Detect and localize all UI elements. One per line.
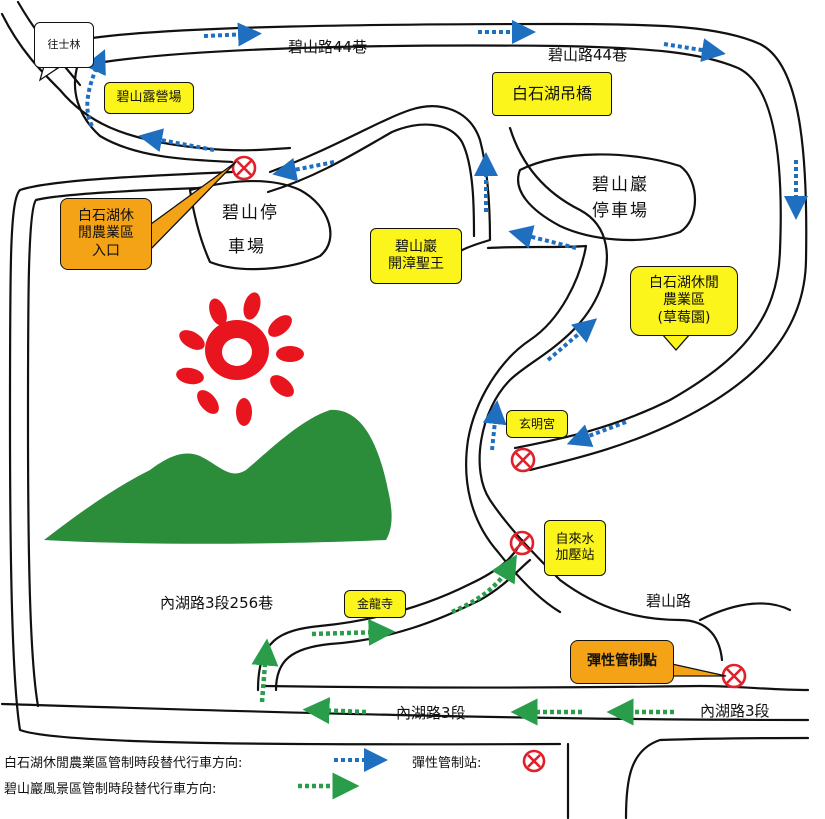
entrance-line-3: 入口 xyxy=(92,242,120,259)
label-strawberry: 白石湖休閒 農業區 (草莓園) xyxy=(630,266,738,336)
legend-control-icon xyxy=(522,749,546,773)
green-arrow-1 xyxy=(251,638,279,703)
blue-arrow-6 xyxy=(84,49,106,127)
legend-green-text: 碧山巖風景區管制時段替代行車方向: xyxy=(4,782,217,797)
blue-arrow-10 xyxy=(508,225,577,250)
road-name-bishan-44-b: 碧山路44巷 xyxy=(548,46,627,64)
label-water-station: 自來水 加壓站 xyxy=(544,520,606,576)
water-line-2: 加壓站 xyxy=(555,548,595,563)
entrance-line-1: 白石湖休 xyxy=(78,207,134,224)
road-jinlong-inner xyxy=(274,558,532,692)
road-name-bishan-road: 碧山路 xyxy=(646,592,691,610)
bishan-ting-parking-label-1: 碧山停 xyxy=(222,203,279,223)
legend-blue-text: 白石湖休閒農業區管制時段替代行車方向: xyxy=(4,756,243,771)
strawberry-line-1: 白石湖休閒 xyxy=(649,274,719,291)
green-route-arrows xyxy=(251,554,674,726)
bishan-ting-parking-label-2: 車場 xyxy=(228,237,266,257)
kaizhang-line-1: 碧山巖 xyxy=(395,238,437,255)
control-point-water xyxy=(509,530,535,556)
road-big-left xyxy=(8,170,562,746)
road-name-neihu-3-left: 內湖路3段 xyxy=(396,704,466,722)
label-shilin: 往士林 xyxy=(34,22,94,68)
label-baishihu-bridge: 白石湖吊橋 xyxy=(492,72,612,116)
control-points xyxy=(231,155,747,689)
legend-control-text: 彈性管制站: xyxy=(412,756,482,771)
bishanyan-parking-outline xyxy=(517,153,697,242)
road-name-neihu-3-right: 內湖路3段 xyxy=(700,702,770,720)
label-kaizhang: 碧山巖 開漳聖王 xyxy=(370,228,462,284)
road-parking-loop-inner xyxy=(266,123,476,238)
label-bishan-camp: 碧山露營場 xyxy=(104,82,194,114)
strawberry-line-2: 農業區 xyxy=(663,292,705,309)
label-jinlong: 金龍寺 xyxy=(344,590,406,618)
road-middle-inner xyxy=(465,244,588,614)
road-middle-outer xyxy=(478,126,724,662)
blue-arrow-8 xyxy=(272,157,335,182)
road-name-bishan-44-a: 碧山路44巷 xyxy=(288,38,367,56)
blue-arrow-3 xyxy=(663,38,726,62)
green-arrow-2 xyxy=(311,618,396,646)
control-point-entrance xyxy=(231,155,257,181)
blue-arrow-11 xyxy=(546,318,598,362)
blue-route-arrows xyxy=(84,20,808,451)
strawberry-line-3: (草莓園) xyxy=(657,309,711,326)
bishanyan-parking-label-1: 碧山巖 xyxy=(592,175,649,195)
label-xuanming: 玄明宮 xyxy=(506,410,568,438)
flex-callout-pointer xyxy=(671,663,727,677)
sun-illustration xyxy=(176,292,304,426)
bishan-ting-parking-outline xyxy=(188,179,332,271)
label-flex-control: 彈性管制點 xyxy=(570,640,674,684)
strawberry-callout-pointer xyxy=(660,333,692,351)
road-name-neihu-256: 內湖路3段256巷 xyxy=(160,594,273,612)
blue-arrow-12 xyxy=(482,400,507,451)
road-bottom-branch-right xyxy=(624,736,810,819)
kaizhang-line-2: 開漳聖王 xyxy=(388,256,444,272)
water-line-1: 自來水 xyxy=(555,531,595,547)
label-entrance: 白石湖休 閒農業區 入口 xyxy=(60,198,152,270)
road-big-left-inner xyxy=(26,186,202,708)
green-arrow-4 xyxy=(302,697,367,725)
blue-arrow-1 xyxy=(203,22,262,47)
blue-arrow-5 xyxy=(566,420,627,448)
road-camp-left xyxy=(73,62,234,164)
road-top-inner xyxy=(102,44,782,450)
mountain-illustration xyxy=(44,409,392,544)
control-point-flex xyxy=(721,663,747,689)
bishanyan-parking-label-2: 停車場 xyxy=(592,201,649,221)
road-bishan-right xyxy=(698,602,792,622)
road-neihu-top xyxy=(262,684,810,692)
road-neihu-bottom xyxy=(0,702,810,722)
road-top-outer xyxy=(90,22,808,472)
road-left-outer xyxy=(0,12,292,152)
blue-arrow-7 xyxy=(138,128,215,153)
green-arrow-3 xyxy=(451,554,517,615)
entrance-line-2: 閒農業區 xyxy=(78,225,134,242)
road-parking-loop xyxy=(268,105,492,257)
control-point-xuanming xyxy=(510,447,536,473)
